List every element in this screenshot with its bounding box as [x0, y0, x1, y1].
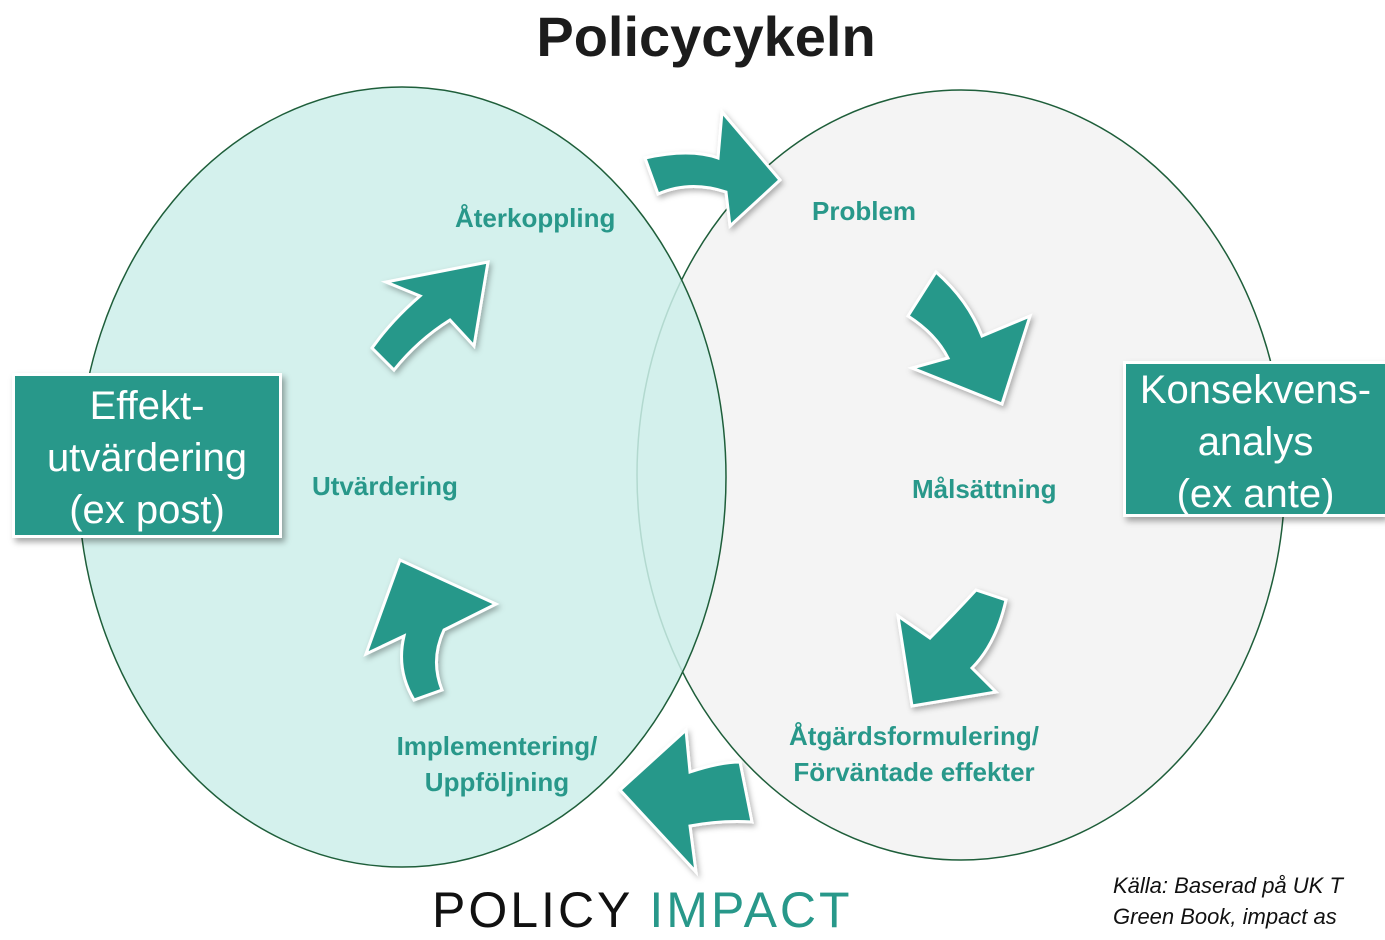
stage-problem: Problem	[812, 196, 917, 226]
ex-ante-line3: (ex ante)	[1176, 472, 1335, 516]
arrow-utvardering-to-aterkoppling-icon	[370, 260, 490, 373]
stage-utvardering: Utvärdering	[312, 471, 458, 501]
stage-atgard-line2: Förväntade effekter	[793, 757, 1035, 787]
stage-malsattning: Målsättning	[912, 474, 1057, 504]
stage-atgard-line1: Åtgärdsformulering/	[789, 721, 1039, 751]
arrow-problem-to-malsattning-icon	[905, 269, 1033, 406]
stage-implementering-line1: Implementering/	[396, 731, 598, 761]
policy-impact-logo: POLICY IMPACT	[432, 880, 853, 940]
arrow-implementering-to-utvardering-icon	[363, 557, 500, 702]
arrow-malsattning-to-atgard-icon	[895, 588, 1008, 708]
ex-post-line3: (ex post)	[69, 488, 225, 532]
source-line2: Green Book, impact as	[1113, 904, 1337, 929]
ex-ante-box: Konsekvens- analys (ex ante)	[1123, 361, 1385, 517]
arrow-top-icon	[643, 108, 783, 230]
ex-ante-line2: analys	[1197, 420, 1314, 464]
stage-atgardsformulering: Åtgärdsformulering/ Förväntade effekter	[772, 718, 1056, 790]
stage-aterkoppling: Återkoppling	[455, 203, 616, 233]
ex-post-line2: utvärdering	[46, 436, 248, 480]
ex-post-line1: Effekt-	[89, 384, 205, 428]
arrow-bottom-icon	[617, 726, 754, 877]
logo-part1: POLICY	[432, 882, 633, 938]
source-note: Källa: Baserad på UK T Green Book, impac…	[1113, 870, 1343, 932]
ex-post-box: Effekt- utvärdering (ex post)	[12, 373, 282, 538]
diagram-title: Policycykeln	[536, 5, 876, 68]
logo-part2: IMPACT	[649, 882, 853, 938]
ex-ante-line1: Konsekvens-	[1139, 368, 1372, 412]
stage-implementering: Implementering/ Uppföljning	[380, 728, 614, 800]
stage-implementering-line2: Uppföljning	[424, 767, 570, 797]
source-line1: Källa: Baserad på UK T	[1113, 873, 1343, 898]
